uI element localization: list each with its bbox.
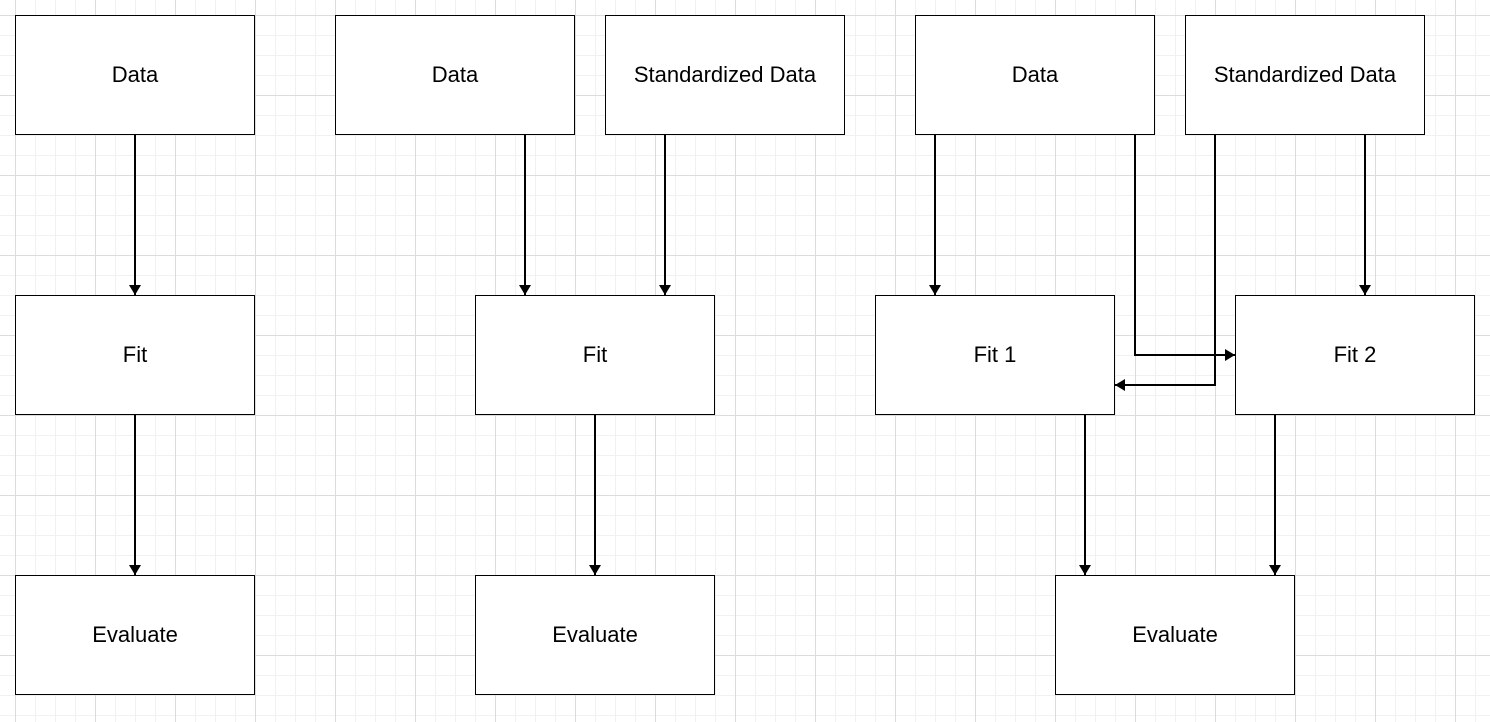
evaluate-node: Evaluate xyxy=(475,575,715,695)
data-label: Data xyxy=(431,62,479,87)
fit-2-node: Fit 2 xyxy=(1235,295,1475,415)
standardized-data-node: Standardized Data xyxy=(1185,15,1425,135)
standardized-data-node: Standardized Data xyxy=(605,15,845,135)
data-label: Data xyxy=(1011,62,1059,87)
fit-1-node: Fit 1 xyxy=(875,295,1115,415)
evaluate-label: Evaluate xyxy=(1132,622,1218,647)
standardized-data-label: Standardized Data xyxy=(1213,62,1397,87)
fit-node: Fit xyxy=(475,295,715,415)
evaluate-node: Evaluate xyxy=(1055,575,1295,695)
data-node: Data xyxy=(915,15,1155,135)
fit-2-label: Fit 2 xyxy=(1333,342,1377,367)
data-node: Data xyxy=(335,15,575,135)
fit-label: Fit xyxy=(582,342,608,367)
edge-data-to-fit2 xyxy=(1134,135,1235,361)
fit-1-label: Fit 1 xyxy=(973,342,1017,367)
standardized-data-label: Standardized Data xyxy=(633,62,817,87)
edge-standardized-to-fit1 xyxy=(1115,135,1216,391)
fit-node: Fit xyxy=(15,295,255,415)
data-node: Data xyxy=(15,15,255,135)
evaluate-label: Evaluate xyxy=(552,622,638,647)
fit-label: Fit xyxy=(122,342,148,367)
data-label: Data xyxy=(111,62,159,87)
evaluate-label: Evaluate xyxy=(92,622,178,647)
evaluate-node: Evaluate xyxy=(15,575,255,695)
